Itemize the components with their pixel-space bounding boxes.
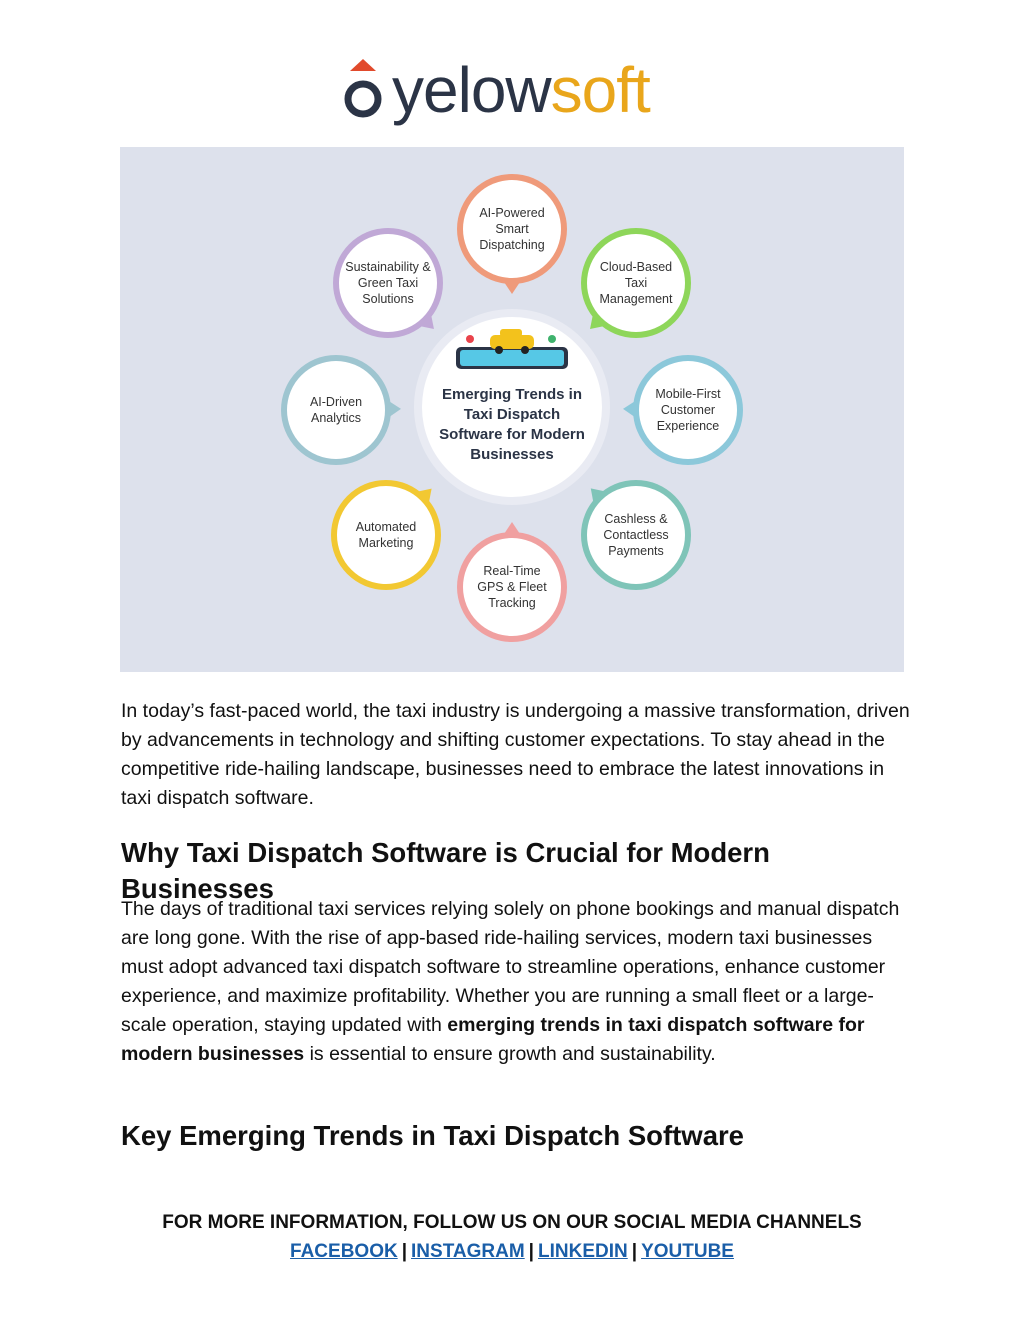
trend-label: Smart: [495, 222, 529, 236]
heading-key-trends: Key Emerging Trends in Taxi Dispatch Sof…: [121, 1120, 744, 1151]
trend-label: Mobile-First: [655, 387, 721, 401]
trend-label: Solutions: [362, 292, 413, 306]
trend-label: Cloud-Based: [600, 260, 672, 274]
trend-label: AI-Driven: [310, 395, 362, 409]
instagram-link[interactable]: INSTAGRAM: [411, 1241, 525, 1262]
highlight-phrase: emerging trends in taxi dispatch softwar…: [121, 1014, 865, 1065]
footer: FOR MORE INFORMATION, FOLLOW US ON OUR S…: [0, 1208, 1024, 1266]
footer-line: FOR MORE INFORMATION, FOLLOW US ON OUR S…: [162, 1212, 862, 1233]
trend-label: Experience: [657, 419, 720, 433]
trend-label: Real-Time: [483, 564, 540, 578]
trend-label: Payments: [608, 544, 664, 558]
center-title-line: Software for Modern: [439, 426, 585, 443]
location-pin-icon: [344, 59, 382, 118]
social-links: FACEBOOK|INSTAGRAM|LINKEDIN|YOUTUBE: [290, 1241, 734, 1262]
trend-label: Management: [600, 292, 673, 306]
linkedin-link[interactable]: LINKEDIN: [538, 1241, 628, 1262]
trend-label: Dispatching: [479, 238, 544, 252]
heading-why: Why Taxi Dispatch Software is Crucial fo…: [121, 837, 770, 904]
trend-label: Taxi: [625, 276, 647, 290]
trend-label: GPS & Fleet: [477, 580, 547, 594]
trend-label: Green Taxi: [358, 276, 418, 290]
trend-label: Marketing: [359, 536, 414, 550]
trend-label: Cashless &: [604, 512, 668, 526]
center-hub: Emerging Trends in Taxi DispatchSoftware …: [414, 309, 610, 505]
trend-label: AI-Powered: [479, 206, 544, 220]
intro-paragraph: In today’s fast-paced world, the taxi in…: [121, 700, 910, 809]
taxi-illustration: [456, 329, 568, 369]
trends-diagram: AI-PoweredSmartDispatchingCloud-BasedTax…: [281, 174, 743, 642]
trend-label: Contactless: [603, 528, 668, 542]
trend-label: Sustainability &: [345, 260, 431, 274]
center-title-line: Businesses: [470, 446, 553, 463]
youtube-link[interactable]: YOUTUBE: [641, 1241, 734, 1262]
trend-label: Tracking: [488, 596, 536, 610]
center-title-line: Taxi Dispatch: [464, 406, 560, 423]
trend-label: Customer: [661, 403, 715, 417]
logo: yelowsoft: [340, 50, 700, 130]
trend-label: Analytics: [311, 411, 361, 425]
facebook-link[interactable]: FACEBOOK: [290, 1241, 398, 1262]
center-title-line: Emerging Trends in: [442, 386, 582, 403]
trend-label: Automated: [356, 520, 417, 534]
body-paragraph: The days of traditional taxi services re…: [121, 898, 900, 1065]
logo-text: yelowsoft: [392, 54, 651, 126]
